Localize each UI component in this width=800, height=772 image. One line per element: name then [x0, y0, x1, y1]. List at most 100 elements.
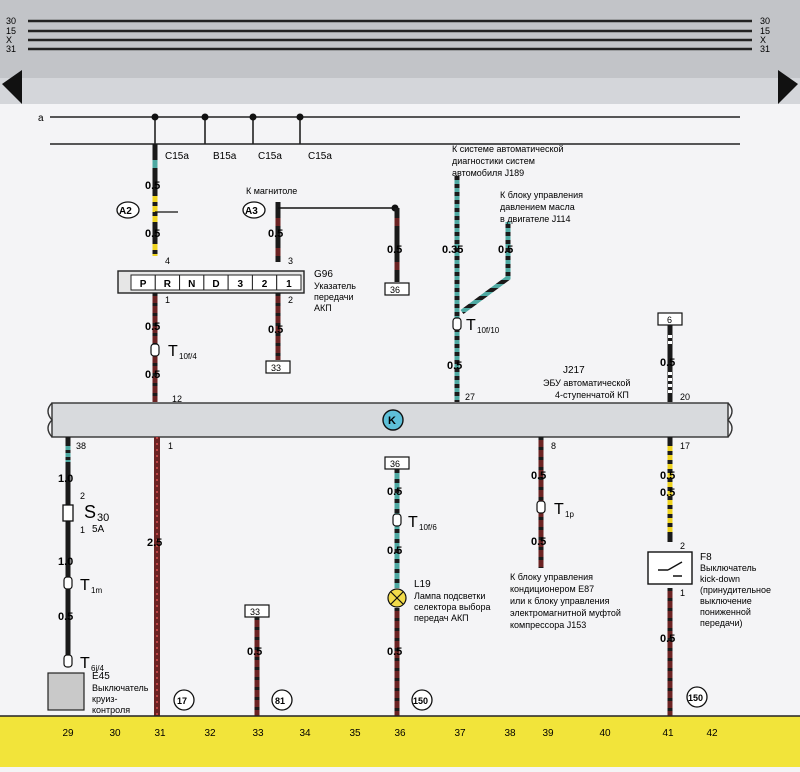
- wire-size: 0.5: [531, 470, 546, 482]
- connector-letter: T: [168, 343, 178, 360]
- ac-note: электромагнитной муфтой: [510, 608, 621, 618]
- selector-position-label: 2: [262, 279, 268, 290]
- f8-line: kick-down: [700, 574, 740, 584]
- connector-t10f10: T 10f/10: [452, 317, 500, 335]
- box-33: 33: [271, 363, 281, 373]
- selector-position-label: 1: [286, 279, 292, 290]
- top-band-strip: [0, 78, 800, 104]
- wire-670-upper: 6 0.5 20: [657, 312, 690, 402]
- selector-cell: [276, 274, 302, 291]
- wire-size: 0.5: [447, 360, 462, 372]
- module-k-label: K: [388, 415, 396, 427]
- wire-size: 0.5: [247, 646, 262, 658]
- wire-257-lower: 33 0.5 81: [244, 604, 293, 716]
- fuse-s30-body: [62, 504, 74, 522]
- connector-t10f6: T 10f/6: [392, 513, 437, 532]
- scroll-left-arrow-icon[interactable]: [2, 70, 22, 104]
- f8-line: пониженной: [700, 607, 751, 617]
- column-number: 29: [62, 728, 74, 739]
- connector-t6j4: T 6j/4: [63, 654, 104, 673]
- wire-size: 0.5: [660, 487, 675, 499]
- wire-278-lower: 2 0.5 33: [265, 293, 293, 374]
- ground-150b-marker: [686, 686, 708, 708]
- pin-20: 20: [680, 392, 690, 402]
- oil-note: давлением масла: [500, 202, 575, 212]
- wire-size: 0.5: [387, 486, 402, 498]
- wire-457: К системе автоматической диагностики сис…: [442, 144, 583, 402]
- fuse-num: 30: [97, 512, 109, 524]
- pin-3: 3: [288, 256, 293, 266]
- wire-size: 0.5: [660, 357, 675, 369]
- ground-17-label: 17: [177, 696, 187, 706]
- wire-540-lower: 8 0.5 0.5 К блоку управления кондиционер…: [510, 437, 621, 630]
- ground-marker-a3: A3: [242, 201, 266, 219]
- wire-397-upper: 0.5 36: [384, 204, 410, 296]
- wire-size: 0.5: [660, 470, 675, 482]
- fuse-code: S: [84, 502, 96, 522]
- column-number: 35: [349, 728, 361, 739]
- g96-code: G96: [314, 269, 333, 280]
- wire-size: 0.5: [145, 369, 160, 381]
- wire-size: 0.5: [387, 545, 402, 557]
- column-number: 41: [662, 728, 674, 739]
- wire-278-upper: К магнитоле 0.5 3: [246, 186, 395, 266]
- control-module-k: K: [47, 402, 733, 438]
- pin-8: 8: [551, 441, 556, 451]
- selector-position-label: N: [188, 279, 195, 290]
- kickdown-switch-f8: 2 1 F8 Выключатель kick-down (принудител…: [647, 541, 771, 628]
- e45-line: контроля: [92, 705, 130, 715]
- e45-line: круиз-: [92, 694, 118, 704]
- l19-line: селектора выбора: [414, 602, 490, 612]
- rail-label-31-right: 31: [760, 44, 770, 54]
- j217-code: J217: [563, 365, 585, 376]
- selector-position-label: P: [140, 279, 147, 290]
- wire-size: 1.0: [58, 473, 73, 485]
- scroll-right-arrow-icon[interactable]: [778, 70, 798, 104]
- cruise-switch-e45: E45 Выключатель круиз- контроля: [47, 671, 149, 715]
- pin-4: 4: [165, 256, 170, 266]
- fuse-label-b15a: B15a: [213, 151, 237, 162]
- wire-size: 1.0: [58, 556, 73, 568]
- column-number: 39: [542, 728, 554, 739]
- wire-size: 0.35: [442, 244, 463, 256]
- connector-sub: 6j/4: [91, 664, 104, 673]
- box-36: 36: [390, 285, 400, 295]
- magnitole-note: К магнитоле: [246, 186, 297, 196]
- f8-line: (принудительное: [700, 585, 771, 595]
- wire-68-lower: 38 1.0 2 1 S 30 5A 1.0 0.5: [58, 437, 109, 655]
- pin-2: 2: [288, 295, 293, 305]
- wire-size: 0.5: [58, 611, 73, 623]
- f8-pin: 2: [680, 541, 685, 551]
- wire-size: 0.5: [145, 321, 160, 333]
- pin-12: 12: [172, 394, 182, 404]
- column-number: 32: [204, 728, 216, 739]
- oil-note: в двигателе J114: [500, 214, 571, 224]
- rail-label-30: 30: [6, 16, 16, 26]
- fuse-label-c15a-1: C15a: [165, 151, 189, 162]
- connector-sub: 10f/10: [477, 326, 500, 335]
- switch-symbol-icon: [658, 561, 683, 577]
- wire-size: 0.5: [387, 244, 402, 256]
- connector-sub: 10f/4: [179, 352, 197, 361]
- pin-1: 1: [165, 295, 170, 305]
- supply-rails: 30 15 X 31 30 15 X 31: [6, 16, 770, 54]
- column-number: 36: [394, 728, 406, 739]
- wire-size: 0.5: [531, 536, 546, 548]
- connector-letter: T: [554, 501, 564, 518]
- wire-size: 0.5: [145, 180, 160, 192]
- column-number: 42: [706, 728, 718, 739]
- fuse-pin: 2: [80, 491, 85, 501]
- column-number: 40: [599, 728, 611, 739]
- selector-position-label: D: [212, 279, 219, 290]
- ground-marker-a2: A2: [116, 201, 140, 219]
- j217-label: J217 ЭБУ автоматической 4-ступенчатой КП: [543, 365, 630, 400]
- fuse-label-c15a-3: C15a: [308, 151, 332, 162]
- j217-line: ЭБУ автоматической: [543, 378, 630, 388]
- fuse-label-c15a-2: C15a: [258, 151, 282, 162]
- box-6: 6: [667, 315, 672, 325]
- column-number: 30: [109, 728, 121, 739]
- g96-line: АКП: [314, 303, 332, 313]
- ac-note: кондиционером E87: [510, 584, 594, 594]
